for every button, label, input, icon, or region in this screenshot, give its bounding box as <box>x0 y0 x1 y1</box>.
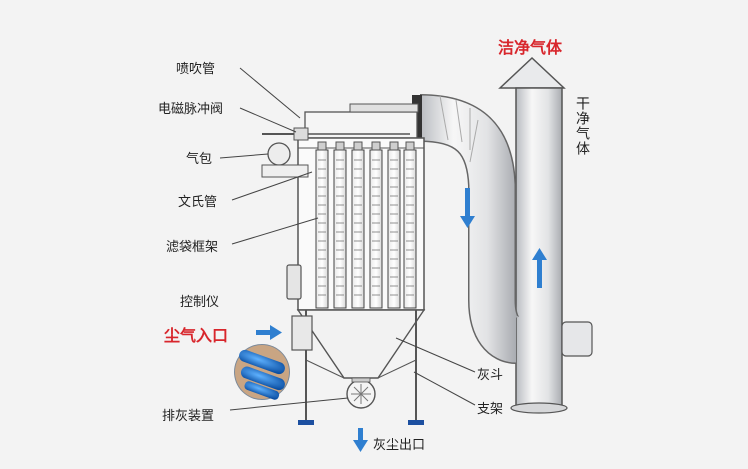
label-nozzle-pipe: 喷吹管 <box>176 62 216 77</box>
outlet-arrow <box>353 428 368 452</box>
label-venturi: 文氏管 <box>178 195 218 210</box>
label-solenoid-valve: 电磁脉冲阀 <box>158 102 224 117</box>
filter-bags <box>315 141 417 309</box>
venturi-nozzle <box>317 141 327 151</box>
filter-bag <box>369 149 383 309</box>
label-support: 支架 <box>477 402 504 417</box>
filter-bag <box>315 149 329 309</box>
filter-bag <box>351 149 365 309</box>
venturi-nozzle <box>405 141 415 151</box>
label-dust-inlet: 尘气入口 <box>164 326 229 345</box>
venturi-nozzle <box>389 141 399 151</box>
up-arrow-stack <box>532 248 547 288</box>
label-controller: 控制仪 <box>180 295 220 310</box>
discharge-device-photo <box>234 344 290 400</box>
inlet-arrow <box>256 325 282 340</box>
label-filter-cage: 滤袋框架 <box>166 240 219 255</box>
filter-bag <box>333 149 347 309</box>
label-dry-gas: 干净气体 <box>574 96 590 156</box>
flow-arrows <box>256 188 547 452</box>
filter-bag <box>387 149 401 309</box>
label-ash-hopper: 灰斗 <box>477 368 504 383</box>
label-clean-gas: 洁净气体 <box>498 38 563 57</box>
label-discharge-device: 排灰装置 <box>162 409 215 424</box>
label-dust-outlet: 灰尘出口 <box>373 438 426 453</box>
down-arrow-duct <box>460 188 475 228</box>
venturi-nozzle <box>335 141 345 151</box>
leader-lines <box>219 67 476 411</box>
label-air-bag: 气包 <box>186 152 213 167</box>
venturi-nozzle <box>371 141 381 151</box>
venturi-nozzle <box>353 141 363 151</box>
filter-bag <box>403 149 417 309</box>
